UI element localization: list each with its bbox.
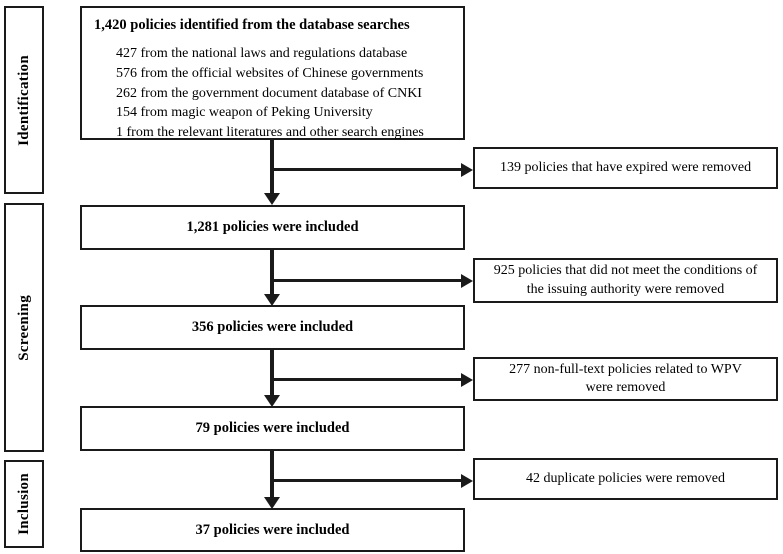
included-box-356: 356 policies were included bbox=[80, 305, 465, 350]
excluded-line: were removed bbox=[585, 380, 666, 395]
excluded-box-42: 42 duplicate policies were removed bbox=[473, 458, 778, 500]
stage-box-identification: Identification bbox=[4, 6, 44, 194]
connector-vertical-4 bbox=[270, 451, 274, 500]
stage-label-screening: Screening bbox=[15, 294, 32, 361]
excluded-box-925: 925 policies that did not meet the condi… bbox=[473, 258, 778, 303]
connector-horizontal-2 bbox=[272, 279, 463, 282]
included-label: 37 policies were included bbox=[195, 521, 350, 538]
connector-vertical-2 bbox=[270, 250, 274, 297]
connector-horizontal-3 bbox=[272, 378, 463, 381]
connector-horizontal-4 bbox=[272, 479, 463, 482]
included-label: 79 policies were included bbox=[195, 420, 350, 437]
excluded-label: 139 policies that have expired were remo… bbox=[500, 159, 751, 177]
identification-heading: 1,420 policies identified from the datab… bbox=[94, 17, 410, 33]
arrow-down-3 bbox=[264, 395, 280, 407]
arrow-down-4 bbox=[264, 497, 280, 509]
included-label: 356 policies were included bbox=[191, 319, 354, 336]
arrow-down-1 bbox=[264, 193, 280, 205]
arrow-down-2 bbox=[264, 294, 280, 306]
list-item: 427 from the national laws and regulatio… bbox=[116, 45, 408, 61]
list-item: 1 from the relevant literatures and othe… bbox=[116, 125, 424, 141]
excluded-box-139: 139 policies that have expired were remo… bbox=[473, 147, 778, 189]
excluded-line: 139 policies that have expired were remo… bbox=[499, 159, 752, 175]
connector-vertical-3 bbox=[270, 350, 274, 398]
arrow-right-1 bbox=[461, 162, 473, 177]
list-item: 262 from the government document databas… bbox=[116, 85, 422, 101]
arrow-right-3 bbox=[461, 372, 473, 387]
stage-label-identification: Identification bbox=[15, 54, 32, 146]
included-box-79: 79 policies were included bbox=[80, 406, 465, 451]
excluded-line: 277 non-full-text policies related to WP… bbox=[509, 361, 742, 377]
connector-horizontal-1 bbox=[272, 168, 463, 171]
excluded-line: 42 duplicate policies were removed bbox=[525, 470, 726, 486]
arrow-right-4 bbox=[461, 473, 473, 488]
excluded-label: 925 policies that did not meet the condi… bbox=[494, 262, 758, 299]
list-item: 576 from the official websites of Chines… bbox=[116, 65, 424, 81]
included-box-37: 37 policies were included bbox=[80, 508, 465, 552]
identification-sources-box: 1,420 policies identified from the datab… bbox=[80, 6, 465, 140]
excluded-label: 42 duplicate policies were removed bbox=[526, 470, 725, 488]
stage-box-inclusion: Inclusion bbox=[4, 460, 44, 548]
excluded-box-277: 277 non-full-text policies related to WP… bbox=[473, 357, 778, 401]
stage-box-screening: Screening bbox=[4, 203, 44, 452]
identification-source-list: 427 from the national laws and regulatio… bbox=[94, 44, 451, 143]
included-label: 1,281 policies were included bbox=[186, 219, 359, 236]
excluded-line: 925 policies that did not meet the condi… bbox=[493, 263, 758, 279]
arrow-right-2 bbox=[461, 273, 473, 288]
excluded-label: 277 non-full-text policies related to WP… bbox=[509, 361, 742, 398]
excluded-line: the issuing authority were removed bbox=[526, 281, 725, 297]
stage-label-inclusion: Inclusion bbox=[15, 473, 32, 535]
included-box-1281: 1,281 policies were included bbox=[80, 205, 465, 250]
list-item: 154 from magic weapon of Peking Universi… bbox=[116, 105, 373, 121]
